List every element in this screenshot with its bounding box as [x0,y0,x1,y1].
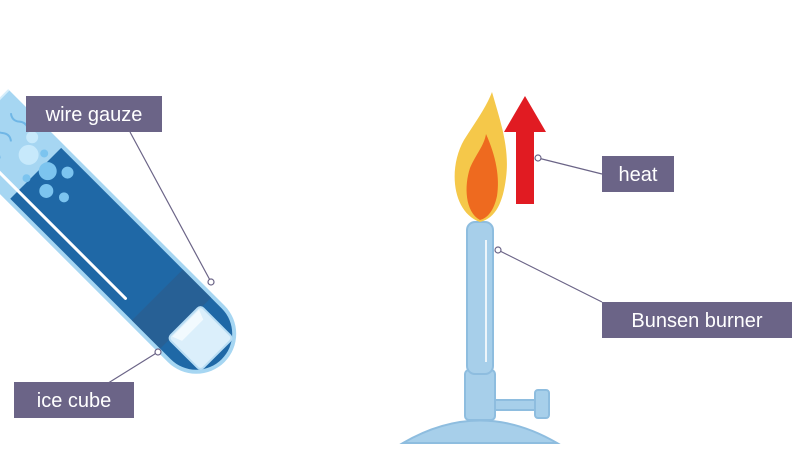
flame-icon [454,92,507,222]
heat-arrow-icon [504,96,546,204]
label-wire-gauze: wire gauze [26,96,162,132]
bubbles [18,131,74,203]
ice-cube-icon [168,306,233,370]
label-ice-cube: ice cube [14,382,134,418]
bunsen-burner-icon [399,221,561,444]
label-bunsen-burner: Bunsen burner [602,302,792,338]
label-bunsen-burner-text: Bunsen burner [631,310,763,332]
label-wire-gauze-text: wire gauze [45,104,143,126]
test-tube-icon [0,89,237,374]
leader-lines [104,131,603,386]
glass-highlight [0,141,128,300]
wire-gauze [131,269,212,349]
label-heat: heat [602,156,674,192]
label-ice-cube-text: ice cube [37,390,112,412]
label-heat-text: heat [619,164,658,186]
